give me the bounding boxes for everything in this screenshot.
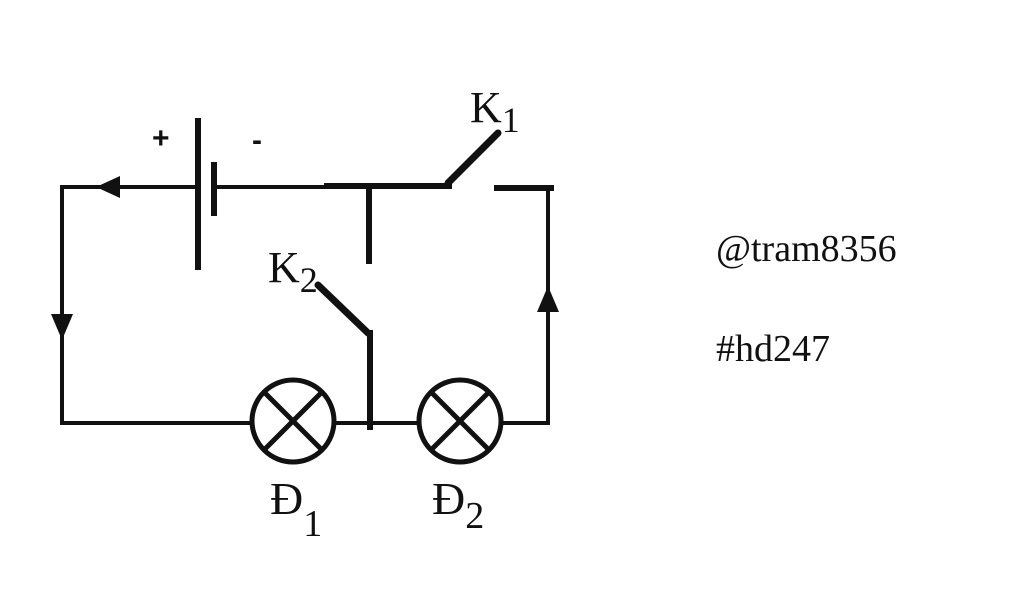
battery-plus-sign: + (152, 122, 170, 155)
watermark-hashtag: #hd247 (716, 328, 830, 370)
switch-k1-arm (444, 129, 502, 187)
lamp-d1 (249, 377, 337, 465)
arrow-left-down-icon (51, 314, 73, 340)
battery-minus-sign: - (252, 124, 262, 157)
lamp-d1-cross-b (262, 390, 324, 452)
lamp-d2-label: Đ2 (432, 473, 484, 537)
switch-k2-label: K2 (268, 243, 318, 300)
watermark-username: @tram8356 (716, 228, 897, 270)
lamp-d1-label: Đ1 (270, 473, 322, 545)
switch-k2-arm (314, 281, 372, 337)
arrow-right-up-icon (537, 286, 559, 312)
arrow-top-left-icon (96, 176, 120, 198)
switch-k1-label: K1 (470, 83, 520, 140)
lamp-d2-cross-b (429, 390, 491, 452)
lamp-d2 (416, 377, 504, 465)
